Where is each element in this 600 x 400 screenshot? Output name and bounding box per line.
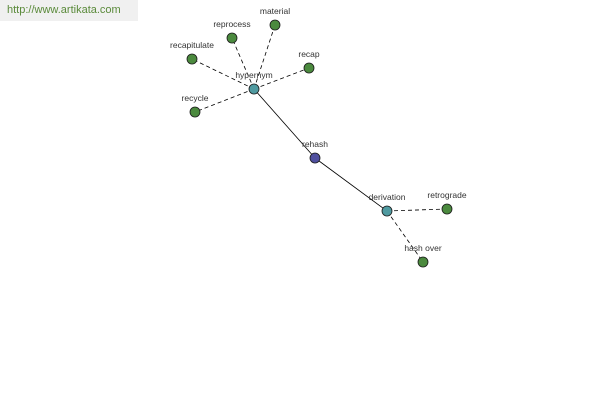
node-label-hash-over[interactable]: hash over	[404, 243, 441, 253]
edge-hypernym-material	[253, 24, 276, 90]
graph-nodes	[186, 19, 453, 268]
node-label-reprocess[interactable]: reprocess	[213, 19, 250, 29]
node-label-derivation[interactable]: derivation	[369, 192, 406, 202]
edge-root-derivation	[314, 157, 388, 212]
watermark-url[interactable]: http://www.artikata.com	[0, 0, 138, 21]
node-derivation[interactable]	[381, 205, 393, 217]
node-recycle[interactable]	[189, 106, 201, 118]
node-label-retrograde[interactable]: retrograde	[427, 190, 466, 200]
node-recapitulate[interactable]	[186, 53, 198, 65]
edge-hypernym-recycle	[194, 88, 255, 113]
node-label-hypernym[interactable]: hypernym	[235, 70, 272, 80]
edge-root-hypernym	[253, 88, 316, 159]
node-label-root[interactable]: rehash	[302, 139, 328, 149]
node-label-recycle[interactable]: recycle	[182, 93, 209, 103]
node-label-recapitulate[interactable]: recapitulate	[170, 40, 214, 50]
node-hash-over[interactable]	[417, 256, 429, 268]
node-reprocess[interactable]	[226, 32, 238, 44]
node-label-material[interactable]: material	[260, 6, 290, 16]
node-material[interactable]	[269, 19, 281, 31]
node-label-recap[interactable]: recap	[298, 49, 320, 59]
node-hypernym[interactable]	[248, 83, 260, 95]
edge-hypernym-recapitulate	[191, 58, 255, 90]
node-recap[interactable]	[303, 62, 315, 74]
edge-derivation-retrograde	[386, 208, 448, 212]
edge-hypernym-recap	[253, 67, 310, 90]
edge-derivation-hash_over	[386, 210, 424, 263]
graph-labels: rehash hypernym derivation reprocess materia…	[170, 6, 467, 253]
node-root[interactable]	[309, 152, 321, 164]
edge-hypernym-reprocess	[231, 37, 255, 90]
graph-edges	[191, 24, 448, 263]
node-retrograde[interactable]	[441, 203, 453, 215]
